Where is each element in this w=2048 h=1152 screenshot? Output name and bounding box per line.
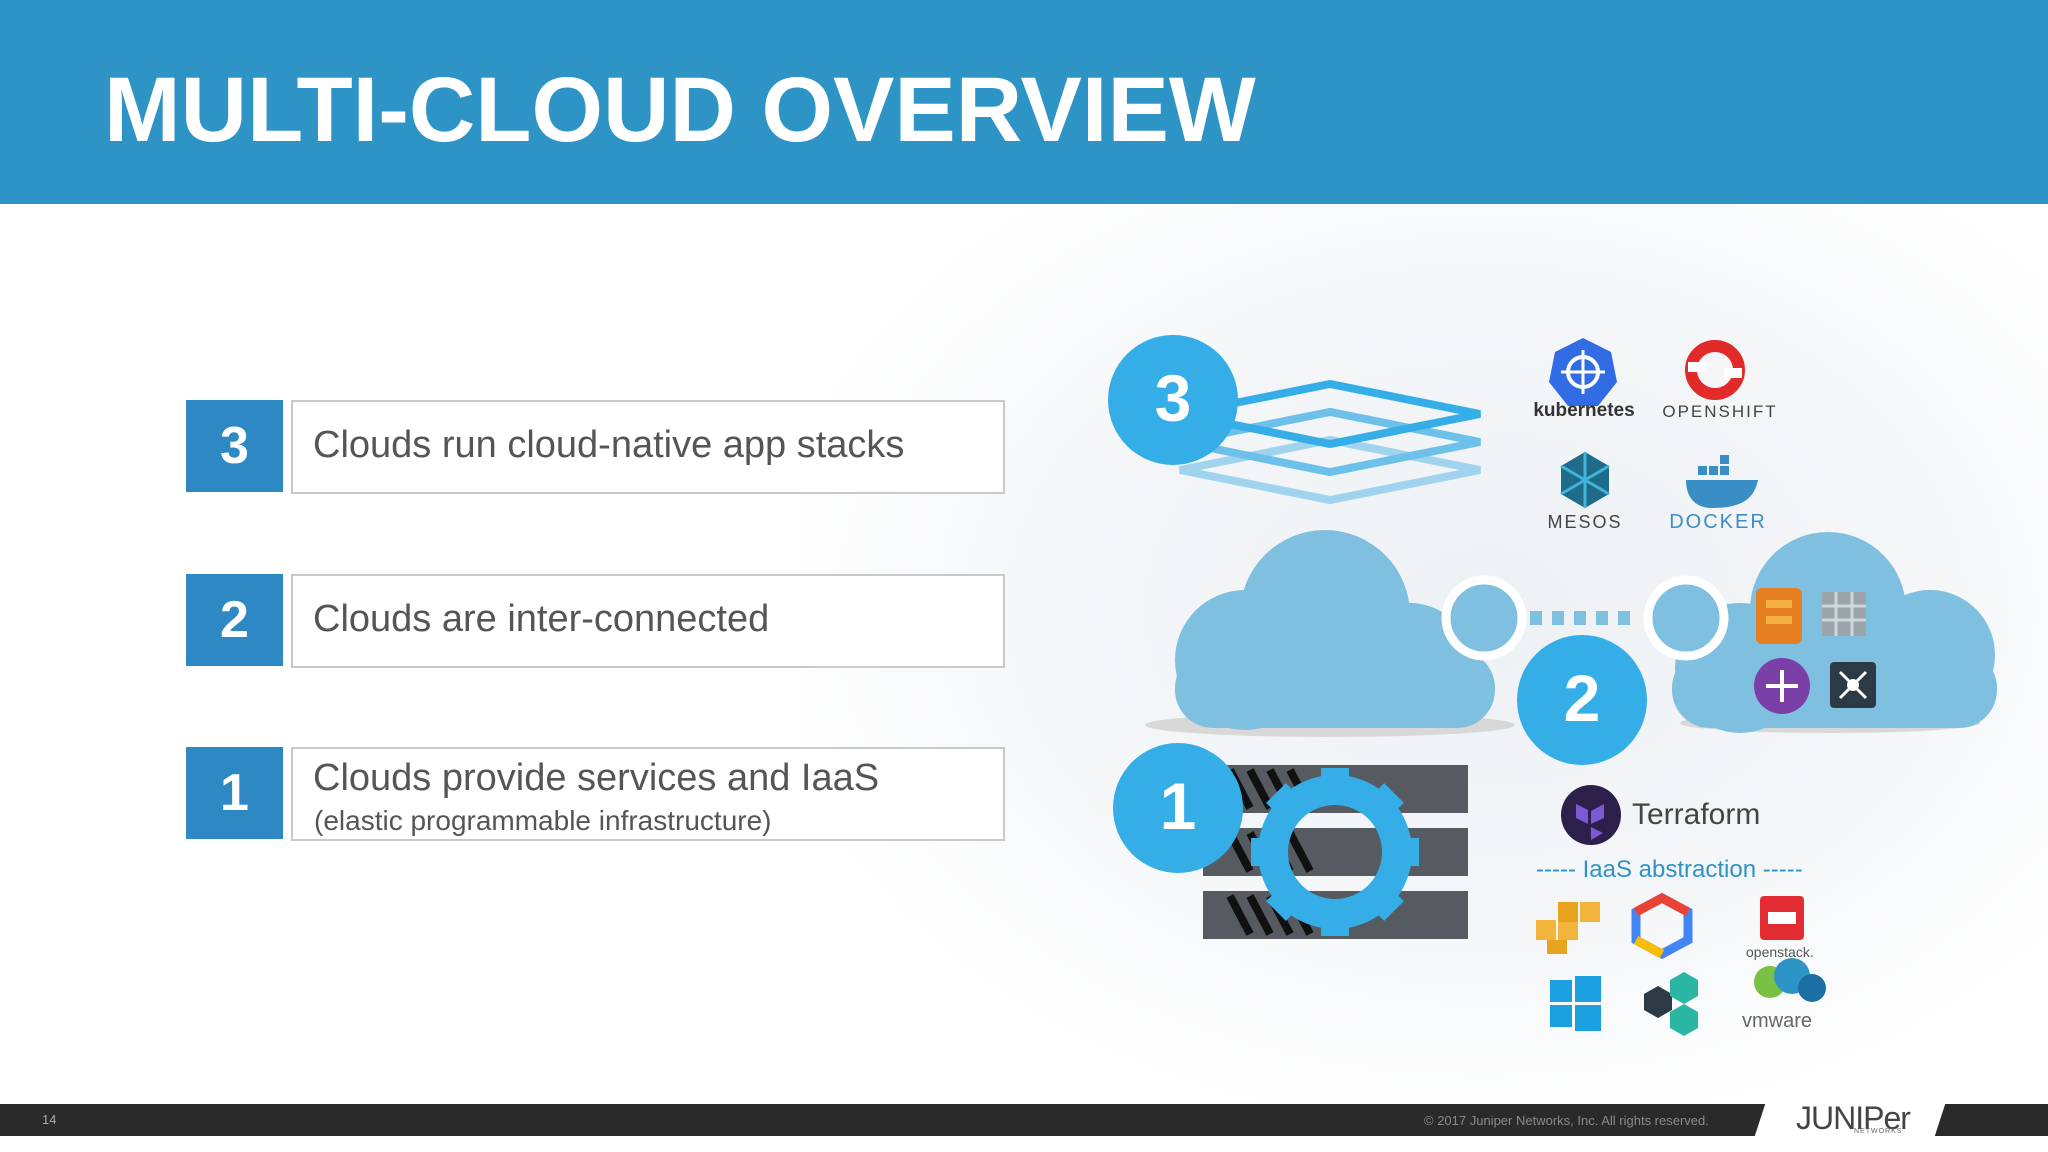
- aws-service-icon: [1756, 588, 1802, 644]
- windows-logo: [1550, 976, 1601, 1031]
- slide-title: MULTI-CLOUD OVERVIEW: [104, 59, 1256, 161]
- left-cloud: [1145, 530, 1515, 737]
- layers-icon: [1179, 379, 1481, 505]
- list-text: Clouds run cloud-native app stacks: [313, 424, 905, 466]
- list-subtext: (elastic programmable infrastructure): [314, 805, 772, 836]
- aws-logo: [1536, 902, 1600, 954]
- openshift-label: OPENSHIFT: [1662, 402, 1778, 421]
- hub-icon: [1830, 662, 1876, 708]
- terraform-logo: [1561, 785, 1621, 845]
- list-text: Clouds provide services and IaaS: [313, 757, 880, 799]
- badge-1: [1113, 743, 1243, 873]
- copyright-text: © 2017 Juniper Networks, Inc. All rights…: [1424, 1113, 1709, 1128]
- juniper-logo: JUNIPer: [1796, 1100, 1911, 1136]
- list-item-1: 1 Clouds provide services and IaaS (elas…: [186, 747, 1005, 841]
- list-text-box: Clouds run cloud-native app stacks: [291, 400, 1005, 494]
- vmware-logo: [1754, 958, 1826, 1002]
- iaas-abstraction-label: ----- IaaS abstraction -----: [1536, 856, 1803, 883]
- openstack-logo: [1760, 896, 1804, 940]
- list-text-box: Clouds provide services and IaaS (elasti…: [291, 747, 1005, 841]
- badge-3-label: 3: [1154, 361, 1192, 435]
- firewall-icon: [1822, 592, 1866, 636]
- docker-label: DOCKER: [1669, 511, 1767, 533]
- interconnect-link: [1441, 575, 1729, 661]
- vmware-label: vmware: [1742, 1010, 1813, 1032]
- badge-2: [1517, 635, 1647, 765]
- gear-icon: [1251, 768, 1419, 936]
- kubernetes-label: kubernetes: [1533, 400, 1635, 421]
- mesos-logo: [1560, 452, 1610, 508]
- kubernetes-logo: [1549, 338, 1617, 406]
- hexagon-cloud-logo: [1644, 972, 1698, 1036]
- google-cloud-logo: [1631, 892, 1693, 960]
- badge-2-label: 2: [1563, 661, 1601, 735]
- juniper-logo-subtitle: NETWORKS: [1854, 1128, 1903, 1135]
- slide-footer: 14 © 2017 Juniper Networks, Inc. All rig…: [0, 1104, 2048, 1136]
- load-balancer-icon: [1754, 658, 1810, 714]
- badge-3: [1108, 335, 1238, 465]
- list-item-2: 2 Clouds are inter-connected: [186, 574, 1005, 668]
- list-text-box: Clouds are inter-connected: [291, 574, 1005, 668]
- docker-logo: [1686, 455, 1758, 508]
- openstack-label: openstack.: [1746, 944, 1814, 960]
- page-number: 14: [42, 1112, 57, 1127]
- list-number: 2: [186, 574, 283, 666]
- openshift-logo: [1685, 340, 1745, 400]
- badge-1-label: 1: [1159, 769, 1197, 843]
- mesos-label: MESOS: [1547, 512, 1623, 532]
- list-text: Clouds are inter-connected: [313, 598, 770, 640]
- terraform-label: Terraform: [1632, 798, 1761, 831]
- slide-header: MULTI-CLOUD OVERVIEW: [0, 0, 2048, 204]
- list-item-3: 3 Clouds run cloud-native app stacks: [186, 400, 1005, 494]
- list-number: 1: [186, 747, 283, 839]
- list-number: 3: [186, 400, 283, 492]
